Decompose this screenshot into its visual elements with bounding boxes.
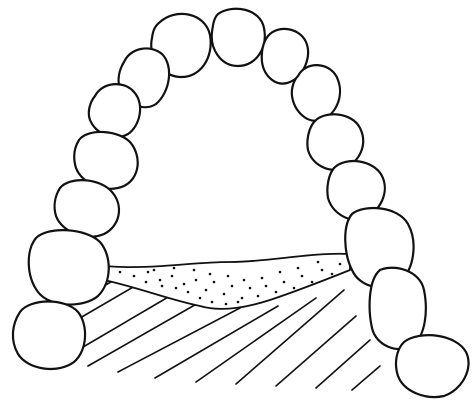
tooth-right-third-molar xyxy=(396,335,469,397)
stipple-dot xyxy=(317,261,320,264)
stipple-dot xyxy=(199,297,202,300)
stipple-dot xyxy=(261,277,264,280)
tooth-right-central-incisor xyxy=(212,9,265,66)
stipple-dot xyxy=(311,281,314,284)
stipple-dot xyxy=(193,269,196,272)
stipple-dot xyxy=(257,295,260,298)
hatch-line xyxy=(352,366,380,390)
tooth-left-canine xyxy=(89,84,140,137)
hatch-line xyxy=(78,296,170,350)
stipple-dot xyxy=(243,279,246,282)
hatch-line xyxy=(276,316,356,386)
stipple-dot xyxy=(195,279,198,282)
stipple-dot xyxy=(321,269,324,272)
stipple-dot xyxy=(293,287,296,290)
stipple-dot xyxy=(301,275,304,278)
stipple-dot xyxy=(297,267,300,270)
stipple-dot xyxy=(331,273,334,276)
stipple-dot xyxy=(209,273,212,276)
tooth-left-first-molar xyxy=(29,230,109,304)
stipple-dot xyxy=(213,281,216,284)
stipple-dot xyxy=(237,301,240,304)
stipple-dot xyxy=(153,269,156,272)
stipple-dot xyxy=(175,287,178,290)
stipple-dot xyxy=(249,287,252,290)
stipple-dot xyxy=(283,281,286,284)
tooth-left-second-molar xyxy=(13,302,85,369)
stipple-dot xyxy=(231,285,234,288)
stipple-dot xyxy=(133,275,136,278)
hatch-line xyxy=(196,298,316,382)
stipple-dot xyxy=(227,275,230,278)
stipple-dot xyxy=(119,271,122,274)
stipple-dot xyxy=(147,271,150,274)
stipple-dot xyxy=(205,289,208,292)
stipple-dot xyxy=(173,267,176,270)
stipple-dot xyxy=(225,303,228,306)
hatch-line xyxy=(118,308,240,372)
stipple-dot xyxy=(145,281,148,284)
stipple-dot xyxy=(171,275,174,278)
stipple-dot xyxy=(161,285,164,288)
stipple-dot xyxy=(265,285,268,288)
stipple-dot xyxy=(223,293,226,296)
stipple-dot xyxy=(159,279,162,282)
stipple-dot xyxy=(275,291,278,294)
stipple-dot xyxy=(211,301,214,304)
stipple-dot xyxy=(241,297,244,300)
stipple-dot xyxy=(183,283,186,286)
stipple-dot xyxy=(339,263,342,266)
stipple-dot xyxy=(187,291,190,294)
stipple-dot xyxy=(279,271,282,274)
tooth-left-second-premolar xyxy=(55,180,119,237)
tooth-right-canine xyxy=(292,65,340,121)
